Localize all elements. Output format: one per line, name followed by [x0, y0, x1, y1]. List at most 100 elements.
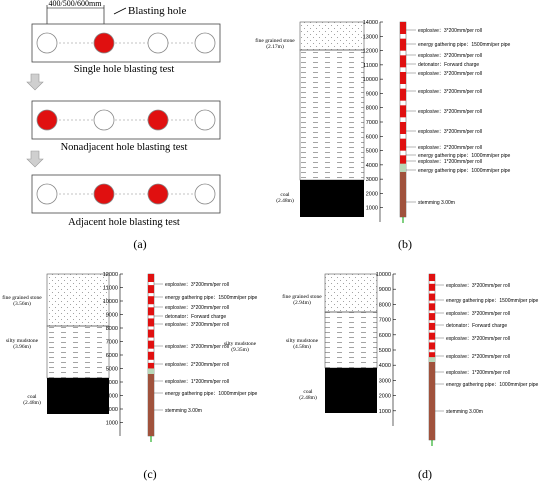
side-stratum-thickness: (9.35m)	[231, 346, 249, 353]
explosive-segment	[400, 155, 406, 168]
stratum-name: fine grained stone	[255, 37, 295, 44]
stratum-thickness: (2.17m)	[266, 43, 284, 50]
stratum-thickness: (4.58m)	[293, 343, 311, 350]
charge-label: explosive：3*200mm/per roll	[418, 109, 482, 115]
panel-caption: (b)	[398, 237, 412, 251]
explosive-segment	[429, 303, 435, 311]
charge-label: detonator：Forward charge	[418, 62, 479, 68]
charge-label: energy gathering pipe：1500mm/per pipe	[446, 298, 538, 304]
axis-tick-label: 6000	[106, 353, 118, 359]
stratum-thickness: (3.56m)	[13, 300, 31, 307]
stratum-name: fine grained stone	[2, 294, 42, 301]
axis-tick-label: 7000	[366, 120, 378, 126]
test-title: Single hole blasting test	[74, 64, 175, 75]
fine-grained-stone-layer	[46, 273, 110, 327]
explosive-segment	[429, 342, 435, 350]
energy-pipe-segment	[429, 357, 435, 362]
axis-tick-label: 6000	[366, 134, 378, 140]
spacing-label: 400/500/600mm	[49, 0, 103, 8]
axis-tick-label: 8000	[106, 326, 118, 332]
explosive-segment	[429, 322, 435, 330]
explosive-segment	[400, 38, 406, 51]
axis-tick-label: 10000	[376, 272, 391, 278]
charge-label: explosive：3*200mm/per roll	[165, 305, 229, 311]
explosive-segment	[148, 307, 154, 316]
test-row-1: Single hole blasting test	[31, 23, 221, 75]
charge-label: detonator：Forward charge	[446, 323, 507, 329]
axis-tick-label: 2000	[379, 394, 391, 400]
explosive-segment	[148, 274, 154, 282]
down-arrow-icon	[26, 150, 44, 168]
charge-label: explosive：3*200mm/per roll	[446, 336, 510, 342]
coal-layer	[47, 378, 109, 414]
blast-hole	[147, 183, 169, 205]
stratum-name: coal	[303, 389, 313, 395]
axis-tick-label: 3000	[106, 394, 118, 400]
explosive-segment	[429, 352, 435, 360]
explosive-segment	[429, 332, 435, 340]
explosive-segment	[400, 72, 406, 84]
hole	[93, 109, 115, 131]
depth-axis: 1000090008000700060005000400030002000100…	[376, 272, 396, 426]
axis-tick-label: 3000	[366, 177, 378, 183]
stemming-segment	[429, 362, 435, 440]
explosive-segment	[148, 340, 154, 349]
depth-axis: 1200011000100009000800070006000500040003…	[103, 272, 123, 436]
stemming-segment	[148, 374, 154, 436]
axis-tick-label: 9000	[106, 313, 118, 319]
down-arrow-icon	[26, 73, 44, 91]
axis-tick-label: 8000	[366, 106, 378, 112]
explosive-segment	[400, 122, 406, 134]
axis-tick-label: 10000	[103, 299, 118, 305]
blast-hole	[93, 32, 115, 54]
explosive-segment	[148, 362, 154, 371]
coal-layer	[300, 180, 364, 217]
charge-label: explosive：1*200mm/per roll	[446, 370, 510, 376]
explosive-segment	[148, 351, 154, 360]
axis-tick-label: 1000	[366, 206, 378, 212]
depth-axis: 1400013000120001100010000900080007000600…	[363, 20, 383, 222]
axis-tick-label: 14000	[363, 20, 378, 26]
charge-label: explosive：3*200mm/per roll	[418, 129, 482, 135]
explosive-segment	[148, 296, 154, 305]
charge-label: explosive：3*200mm/per roll	[418, 53, 482, 59]
axis-tick-label: 1000	[379, 409, 391, 415]
hole	[36, 183, 58, 205]
axis-tick-label: 4000	[106, 380, 118, 386]
fine-grained-stone-layer	[324, 273, 378, 313]
axis-tick-label: 12000	[363, 49, 378, 55]
hole	[36, 32, 58, 54]
panel-caption: (d)	[418, 467, 432, 481]
stemming-segment	[400, 172, 406, 217]
stratum-name: silty mudstone	[6, 338, 39, 344]
explosive-segment	[429, 283, 435, 291]
stratum-thickness: (2.48m)	[276, 197, 294, 204]
blast-hole	[93, 183, 115, 205]
explosive-segment	[429, 274, 435, 282]
borehole-column: explosive：3*200mm/per roll energy gatheri…	[428, 273, 538, 446]
stratum-lines	[46, 325, 110, 379]
stratum-lines	[324, 311, 378, 369]
charge-label: energy gathering pipe：1000mm/per pipe	[418, 168, 510, 174]
stratum-name: coal	[27, 394, 37, 400]
panel-b: fine grained stone (2.17m) coal (2.48m) …	[255, 20, 510, 251]
axis-tick-label: 5000	[106, 367, 118, 373]
stratum-name: silty mudstone	[286, 338, 319, 344]
panel-a: 400/500/600mm Blasting hole Single hole …	[26, 0, 221, 251]
charge-label: stemming 3.00m	[446, 409, 483, 415]
charge-label: explosive：1*200mm/per roll	[418, 159, 482, 165]
test-row-2: Nonadjacent hole blasting test	[31, 100, 221, 153]
axis-tick-label: 6000	[379, 333, 391, 339]
charge-label: stemming 3.00m	[418, 200, 455, 206]
axis-tick-label: 13000	[363, 34, 378, 40]
axis-tick-label: 2000	[366, 191, 378, 197]
explosive-segment	[148, 329, 154, 338]
charge-label: explosive：3*200mm/per roll	[165, 344, 229, 350]
charge-label: explosive：3*200mm/per roll	[165, 322, 229, 328]
explosive-segment	[400, 138, 406, 151]
stratum-name: coal	[280, 192, 290, 198]
charge-label: explosive：3*200mm/per roll	[418, 71, 482, 77]
charge-label: detonator：Forward charge	[165, 314, 226, 320]
axis-tick-label: 7000	[379, 318, 391, 324]
blast-hole	[147, 109, 169, 131]
